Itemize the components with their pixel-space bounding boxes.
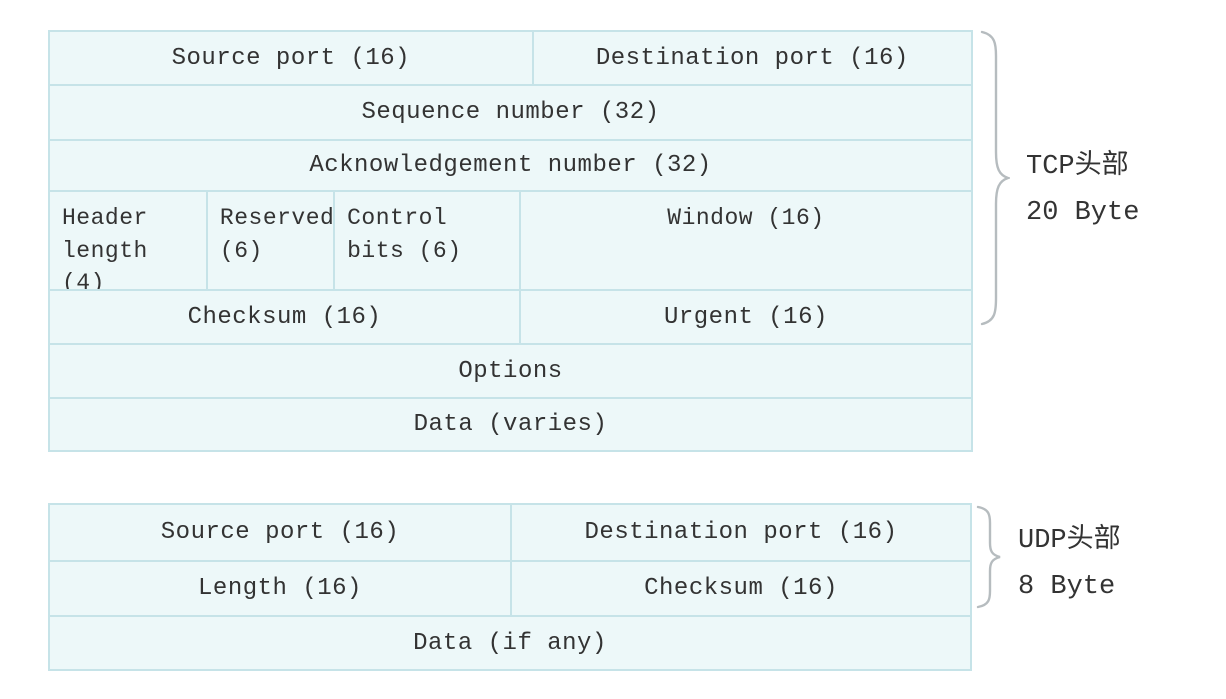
cell-tcp-source-port: Source port (16)	[50, 32, 532, 84]
cell-sequence-number: Sequence number (32)	[50, 86, 971, 139]
tcp-brace-label-line1: TCP头部	[1026, 152, 1129, 182]
table-row: Data (varies)	[50, 397, 971, 450]
udp-brace-icon	[976, 505, 1002, 609]
table-row: Length (16) Checksum (16)	[50, 560, 970, 615]
table-row: Header length (4) Reserved (6) Control b…	[50, 190, 971, 289]
udp-brace-label-line2: 8 Byte	[1018, 572, 1116, 602]
table-row: Source port (16) Destination port (16)	[50, 505, 970, 560]
table-row: Checksum (16) Urgent (16)	[50, 289, 971, 343]
cell-urgent: Urgent (16)	[518, 291, 971, 343]
table-row: Source port (16) Destination port (16)	[50, 32, 971, 84]
table-row: Acknowledgement number (32)	[50, 139, 971, 190]
cell-udp-destination-port: Destination port (16)	[510, 505, 970, 560]
tcp-brace-icon	[980, 30, 1010, 326]
cell-control-bits: Control bits (6)	[333, 192, 519, 289]
cell-tcp-checksum: Checksum (16)	[50, 291, 519, 343]
cell-reserved: Reserved (6)	[205, 192, 334, 289]
cell-window: Window (16)	[518, 192, 971, 289]
udp-brace-label: UDP头部 8 Byte	[1018, 518, 1121, 610]
table-row: Options	[50, 343, 971, 397]
cell-header-length: Header length (4)	[50, 192, 206, 289]
cell-length: Length (16)	[50, 562, 510, 615]
cell-udp-checksum: Checksum (16)	[510, 562, 970, 615]
udp-header-table: Source port (16) Destination port (16) L…	[48, 503, 972, 671]
tcp-header-table: Source port (16) Destination port (16) S…	[48, 30, 973, 452]
udp-brace-label-line1: UDP头部	[1018, 526, 1121, 556]
cell-tcp-data: Data (varies)	[50, 399, 971, 450]
cell-options: Options	[50, 345, 971, 397]
cell-tcp-destination-port: Destination port (16)	[531, 32, 971, 84]
cell-udp-data: Data (if any)	[50, 617, 970, 669]
table-row: Data (if any)	[50, 615, 970, 669]
cell-acknowledgement-number: Acknowledgement number (32)	[50, 141, 971, 190]
tcp-brace-label: TCP头部 20 Byte	[1026, 144, 1139, 236]
table-row: Sequence number (32)	[50, 84, 971, 139]
tcp-brace-label-line2: 20 Byte	[1026, 198, 1140, 228]
cell-udp-source-port: Source port (16)	[50, 505, 510, 560]
